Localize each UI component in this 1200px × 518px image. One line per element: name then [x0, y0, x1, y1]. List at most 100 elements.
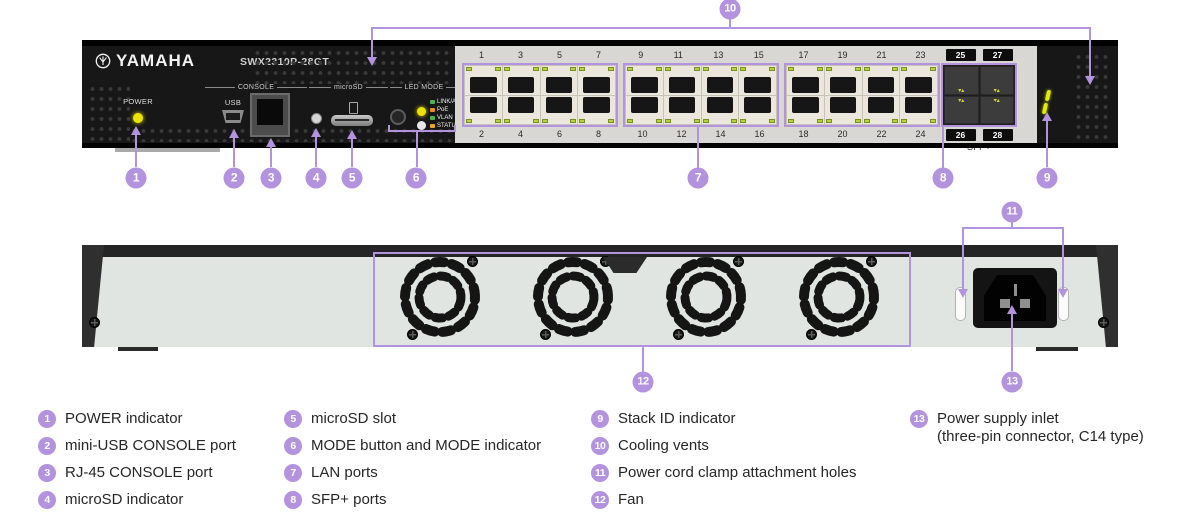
sfp-label: SFP+ [967, 142, 991, 152]
lan-port [502, 66, 540, 95]
lan-port [578, 66, 615, 95]
lan-port-number: 19 [837, 49, 848, 60]
lan-port [626, 95, 663, 124]
screw [866, 256, 877, 267]
callout-line [1011, 222, 1013, 228]
sfp-ports [941, 63, 1017, 127]
mini-usb-console-port [222, 110, 244, 123]
legend-label: Power supply inlet(three-pin connector, … [937, 410, 1144, 445]
callout-badge-8: 8 [932, 167, 954, 189]
sfp-port-number: 27 [982, 49, 1013, 61]
screw [673, 329, 684, 340]
callout-badge-7: 7 [687, 167, 709, 189]
inlet-pin [1020, 299, 1030, 308]
usb-label: USB [224, 98, 242, 107]
lan-port [862, 95, 900, 124]
sfp-port-number: 26 [945, 129, 976, 141]
lan-port [465, 66, 502, 95]
mode-led-dot [430, 116, 435, 120]
cooling-vents [130, 126, 455, 142]
inlet-pin [1013, 284, 1017, 296]
rear-right-cap [1096, 245, 1118, 347]
lan-port-number: 23 [915, 49, 926, 60]
callout-arrow [367, 57, 377, 66]
legend-label: SFP+ ports [311, 491, 387, 508]
mode-led-label: STATUS [437, 123, 460, 129]
callout-line [963, 227, 1063, 229]
lan-port-number: 13 [713, 49, 724, 60]
led-mode-section-label: LED MODE [390, 84, 458, 91]
callout-line [942, 127, 944, 168]
callout-line [135, 135, 137, 167]
callout-badge-6: 6 [405, 167, 427, 189]
sfp-port [944, 66, 979, 95]
callout-badge-5: 5 [341, 167, 363, 189]
mode-led-dot [430, 124, 435, 128]
lan-port [540, 95, 578, 124]
callout-line [351, 139, 353, 167]
lan-port-number: 20 [837, 128, 848, 139]
lan-port [862, 66, 900, 95]
lan-port-number: 15 [753, 49, 764, 60]
lan-port [578, 95, 615, 124]
lan-port-number: 6 [556, 128, 562, 139]
lan-port [739, 95, 776, 124]
callout-arrow [347, 130, 357, 139]
stack-id-indicator [1044, 90, 1052, 101]
latch-tab [603, 257, 647, 273]
sfp-port [979, 95, 1014, 124]
callout-line [962, 227, 964, 289]
legend-item: 8 SFP+ ports [284, 491, 541, 509]
legend-badge: 10 [591, 437, 609, 455]
legend-label: LAN ports [311, 464, 378, 481]
callout-badge-13: 13 [1001, 371, 1023, 393]
callout-bracket [388, 125, 390, 130]
mode-indicator-led [417, 121, 426, 130]
microsd-slot [331, 115, 373, 126]
callout-arrow [266, 138, 276, 147]
legend-label: RJ-45 CONSOLE port [65, 464, 213, 481]
mode-indicator-led-active [417, 107, 426, 116]
callout-badge-1: 1 [125, 167, 147, 189]
legend-badge: 13 [910, 410, 928, 428]
callout-line [372, 27, 1090, 29]
callout-arrow [1007, 305, 1017, 314]
sfp-port-number: 28 [982, 129, 1013, 141]
callout-badge-2: 2 [223, 167, 245, 189]
screw [407, 329, 418, 340]
lan-port [663, 66, 701, 95]
microsd-card-icon [349, 102, 358, 114]
sfp-port [979, 66, 1014, 95]
lan-port-number: 18 [798, 128, 809, 139]
callout-line [315, 137, 317, 167]
inlet-pin [1000, 299, 1010, 308]
lan-ports [462, 63, 618, 127]
callout-line [642, 347, 644, 372]
callout-bracket [388, 130, 456, 132]
lan-port-number: 10 [637, 128, 648, 139]
callout-line [416, 131, 418, 167]
callout-arrow [311, 128, 321, 137]
cooling-vents [88, 84, 130, 142]
legend-badge: 9 [591, 410, 609, 428]
mode-led: LINK/ACT [430, 99, 464, 105]
legend-label: microSD indicator [65, 491, 184, 508]
legend-badge: 8 [284, 491, 302, 509]
screw [467, 256, 478, 267]
lan-port-number: 5 [556, 49, 562, 60]
rear-foot [1036, 347, 1078, 351]
brand-name: YAMAHA [116, 51, 196, 70]
lan-port-number: 8 [595, 128, 601, 139]
lan-port [626, 66, 663, 95]
